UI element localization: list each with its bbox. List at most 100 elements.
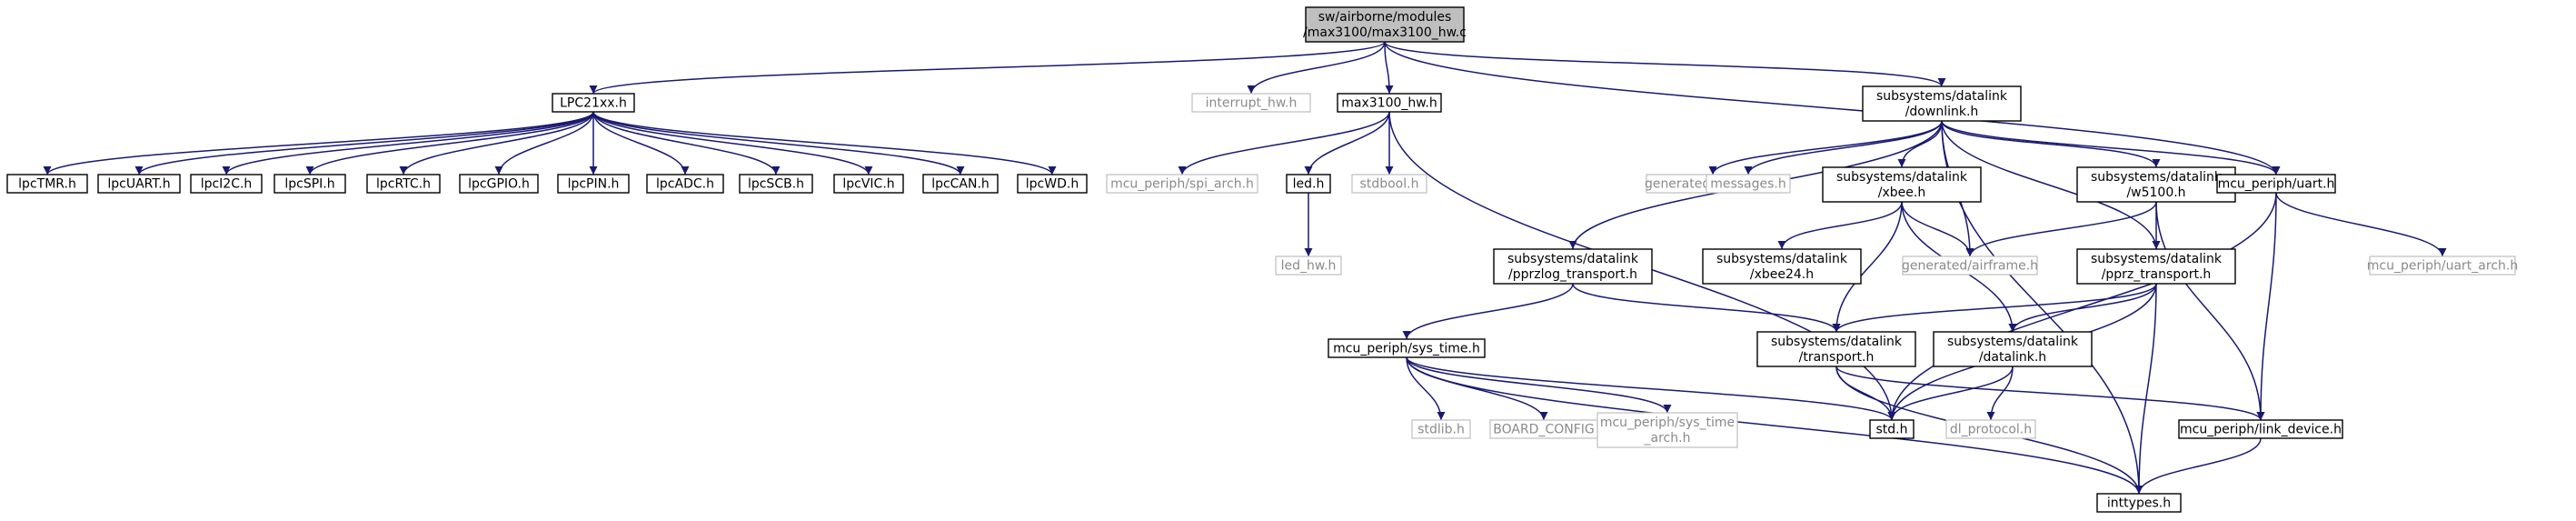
edge-w5100-to-airframe <box>1965 201 2157 257</box>
node-box <box>1902 255 2038 276</box>
node-pprzlog[interactable]: subsystems/datalink/pprzlog_transport.h <box>1493 248 1653 285</box>
edge-root-to-interrupt_hw <box>1247 41 1386 95</box>
node-label: mcu_periph/sys_time.h <box>1333 342 1480 356</box>
node-label: lpcRTC.h <box>376 177 431 192</box>
node-box <box>1305 6 1465 43</box>
node-link_device[interactable]: mcu_periph/link_device.h <box>2178 419 2343 439</box>
node-box <box>1945 419 2036 439</box>
node-box <box>1275 255 1342 276</box>
node-uart_arch[interactable]: mcu_periph/uart_arch.h <box>2367 255 2518 276</box>
node-stdlib[interactable]: stdlib.h <box>1411 419 1471 439</box>
node-box <box>1862 85 2022 122</box>
node-lpcTMR[interactable]: lpcTMR.h <box>6 174 88 194</box>
node-box <box>739 174 813 194</box>
node-lpcRTC[interactable]: lpcRTC.h <box>366 174 441 194</box>
node-spi_arch[interactable]: mcu_periph/spi_arch.h <box>1106 174 1258 194</box>
edge-root-to-max3100_hw <box>1384 41 1394 95</box>
node-label: led.h <box>1293 177 1325 192</box>
node-box <box>97 174 181 194</box>
node-datalink[interactable]: subsystems/datalink/datalink.h <box>1933 331 2093 367</box>
node-airframe[interactable]: generated/airframe.h <box>1902 255 2038 276</box>
edge-lpc21xx-to-lpcSPI <box>305 111 594 175</box>
node-label: stdlib.h <box>1417 423 1465 437</box>
node-label: subsystems/datalink <box>2091 170 2223 185</box>
node-box <box>459 174 539 194</box>
node-lpcCAN[interactable]: lpcCAN.h <box>922 174 999 194</box>
node-label: /pprz_transport.h <box>2102 267 2212 282</box>
edge-pprzlog-to-sys_time <box>1402 283 1574 340</box>
nodes-layer: sw/airborne/modules/max3100/max3100_hw.c… <box>6 6 2518 513</box>
node-dl_protocol[interactable]: dl_protocol.h <box>1945 419 2036 439</box>
node-label: /xbee.h <box>1878 185 1925 200</box>
edge-sys_time-to-std <box>1406 356 1896 421</box>
node-label: dl_protocol.h <box>1950 423 2032 437</box>
node-lpcGPIO[interactable]: lpcGPIO.h <box>459 174 539 194</box>
node-label: std.h <box>1876 423 1908 437</box>
node-box <box>2076 166 2236 203</box>
node-max3100_hw[interactable]: max3100_hw.h <box>1337 93 1442 113</box>
node-lpcVIC[interactable]: lpcVIC.h <box>833 174 904 194</box>
node-xbee24[interactable]: subsystems/datalink/xbee24.h <box>1702 248 1862 285</box>
node-lpcI2C[interactable]: lpcI2C.h <box>190 174 263 194</box>
node-box <box>2096 493 2182 513</box>
node-w5100[interactable]: subsystems/datalink/w5100.h <box>2076 166 2236 203</box>
node-label: lpcWD.h <box>1026 177 1079 192</box>
node-label: lpcTMR.h <box>18 177 76 192</box>
node-label: generated/airframe.h <box>1902 259 2038 274</box>
node-label: mcu_periph/sys_time <box>1600 416 1735 430</box>
node-interrupt_hw[interactable]: interrupt_hw.h <box>1191 93 1311 113</box>
node-led[interactable]: led.h <box>1286 174 1331 194</box>
edge-pprzlog-to-transport <box>1572 283 1841 333</box>
node-label: lpcI2C.h <box>201 177 253 192</box>
node-sys_time_arch[interactable]: mcu_periph/sys_time_arch.h <box>1596 412 1738 448</box>
node-label: lpcSCB.h <box>748 177 804 192</box>
node-label: subsystems/datalink <box>1507 252 1639 266</box>
node-xbee[interactable]: subsystems/datalink/xbee.h <box>1822 166 1982 203</box>
node-label: messages.h <box>1710 177 1786 192</box>
node-downlink[interactable]: subsystems/datalink/downlink.h <box>1862 85 2022 122</box>
edge-link_device-to-inttypes <box>2134 437 2262 495</box>
edge-xbee-to-xbee24 <box>1777 201 1903 250</box>
node-label: subsystems/datalink <box>2091 252 2223 266</box>
node-label: /datalink.h <box>1979 350 2046 365</box>
node-stdbool[interactable]: stdbool.h <box>1351 174 1427 194</box>
node-messages[interactable]: messages.h <box>1706 174 1791 194</box>
node-box <box>1106 174 1258 194</box>
node-label: subsystems/datalink <box>1947 335 2079 349</box>
node-board_config[interactable]: BOARD_CONFIG <box>1489 419 1598 439</box>
node-box <box>2076 248 2236 285</box>
node-lpcSPI[interactable]: lpcSPI.h <box>274 174 346 194</box>
node-box <box>6 174 88 194</box>
edge-root-to-uart <box>1384 41 2281 175</box>
node-sys_time[interactable]: mcu_periph/sys_time.h <box>1328 338 1486 358</box>
node-label: mcu_periph/uart_arch.h <box>2367 259 2518 274</box>
edge-sys_time-to-sys_time_arch <box>1406 356 1672 414</box>
edge-lpc21xx-to-lpcWD <box>592 111 1057 175</box>
node-inttypes[interactable]: inttypes.h <box>2096 493 2182 513</box>
node-std[interactable]: std.h <box>1869 419 1915 439</box>
node-box <box>557 174 630 194</box>
node-label: BOARD_CONFIG <box>1493 423 1595 437</box>
node-label: subsystems/datalink <box>1836 170 1968 185</box>
node-lpcUART[interactable]: lpcUART.h <box>97 174 181 194</box>
node-box <box>1328 338 1486 358</box>
node-label: lpcPIN.h <box>568 177 620 192</box>
node-label: _arch.h <box>1644 431 1691 446</box>
edge-uart-to-uart_arch <box>2275 192 2447 257</box>
node-box <box>1017 174 1088 194</box>
node-box <box>646 174 724 194</box>
node-uart[interactable]: mcu_periph/uart.h <box>2216 174 2336 194</box>
node-root[interactable]: sw/airborne/modules/max3100/max3100_hw.c <box>1303 6 1467 43</box>
node-lpcADC[interactable]: lpcADC.h <box>646 174 724 194</box>
edge-downlink-to-messages <box>1744 120 1943 175</box>
node-pprz_transport[interactable]: subsystems/datalink/pprz_transport.h <box>2076 248 2236 285</box>
node-lpcPIN[interactable]: lpcPIN.h <box>557 174 630 194</box>
node-label: subsystems/datalink <box>1876 89 2008 104</box>
node-lpcWD[interactable]: lpcWD.h <box>1017 174 1088 194</box>
node-lpcSCB[interactable]: lpcSCB.h <box>739 174 813 194</box>
edge-datalink-to-std <box>1887 366 2014 421</box>
node-transport[interactable]: subsystems/datalink/transport.h <box>1756 331 1916 367</box>
node-box <box>2216 174 2336 194</box>
node-led_hw[interactable]: led_hw.h <box>1275 255 1342 276</box>
node-lpc21xx[interactable]: LPC21xx.h <box>552 93 635 113</box>
